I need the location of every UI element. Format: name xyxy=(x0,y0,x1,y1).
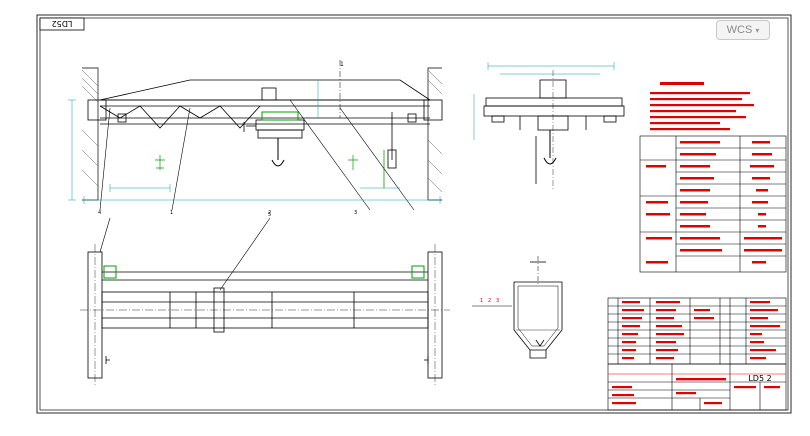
top-mark: 1 xyxy=(340,61,344,68)
front-elevation xyxy=(81,60,443,211)
end-truck-right xyxy=(423,99,443,121)
drawing-number: LD5 2 xyxy=(748,374,771,383)
end-truck-left xyxy=(87,99,107,121)
balloon-row: 4 1 2 3 xyxy=(98,210,357,216)
svg-text:1: 1 xyxy=(480,298,483,304)
front-dimensions xyxy=(68,80,441,204)
svg-text:2: 2 xyxy=(488,298,491,304)
svg-text:3: 3 xyxy=(496,298,499,304)
side-hook xyxy=(543,130,557,165)
wcs-label: WCS xyxy=(726,24,753,36)
title-block-text xyxy=(612,378,780,405)
girder-top xyxy=(99,79,432,101)
parts-list-text xyxy=(622,301,780,360)
balloon-3: 3 xyxy=(354,210,357,216)
sheet-border xyxy=(36,14,792,414)
girder-web xyxy=(99,105,261,129)
hook xyxy=(271,138,285,167)
side-view xyxy=(473,62,625,190)
corner-tag-text: LD52 xyxy=(52,19,73,28)
hoist-body xyxy=(255,119,305,131)
balloon-2: 2 xyxy=(268,210,271,216)
balloon-1: 1 xyxy=(170,210,173,216)
plan-balloon: 5 xyxy=(268,212,271,218)
chevron-down-icon: ▾ xyxy=(755,25,760,35)
right-wall xyxy=(427,67,443,201)
detail-marks: 1 2 3 xyxy=(480,298,499,304)
title-block xyxy=(607,363,787,411)
technical-notes xyxy=(650,82,754,131)
parts-list xyxy=(607,297,787,365)
bucket-detail xyxy=(513,256,563,359)
spec-table-text xyxy=(646,141,782,264)
drawing-frame xyxy=(39,17,789,411)
center-marks xyxy=(155,155,358,170)
corner-tag: LD52 xyxy=(39,17,85,31)
plan-view xyxy=(80,217,450,386)
wcs-button[interactable]: WCS ▾ xyxy=(716,20,770,40)
spec-table xyxy=(639,135,787,273)
balloon-4: 4 xyxy=(98,210,101,216)
left-wall xyxy=(81,67,99,201)
